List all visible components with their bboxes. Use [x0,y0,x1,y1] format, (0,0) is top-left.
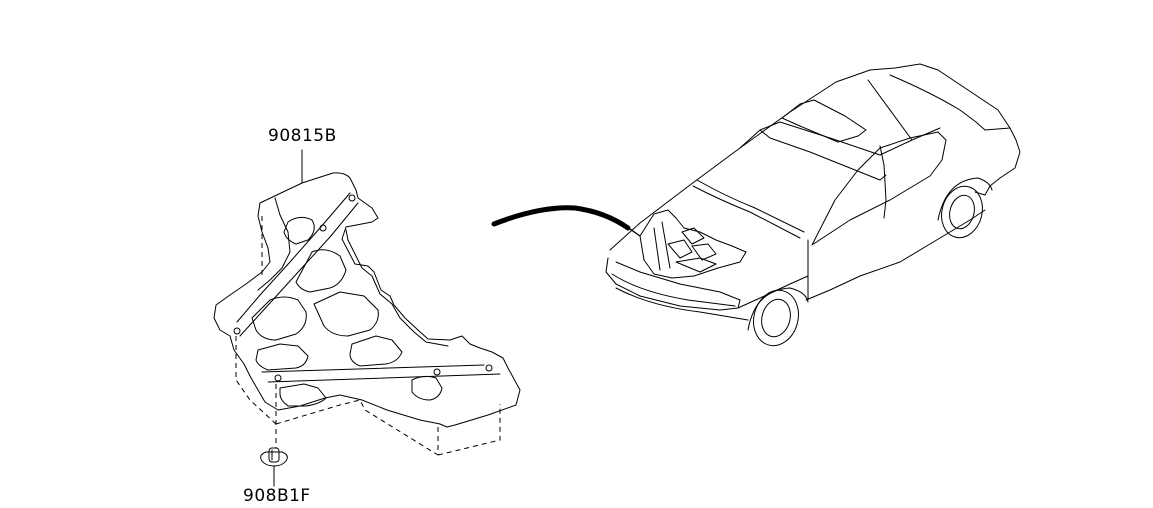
mount-hole-icon [485,364,493,372]
mount-hole-icon [348,194,356,202]
clip-fastener[interactable] [260,447,288,487]
part-label-undercover[interactable]: 90815B [268,126,337,146]
vehicle-illustration [605,63,1021,347]
mount-hole-icon [433,368,441,376]
part-label-clip[interactable]: 908B1F [243,486,311,506]
mount-hole-icon [233,327,241,335]
undercover-panel[interactable] [213,149,521,456]
locator-arrow [491,205,631,231]
mount-hole-icon [319,224,327,232]
mount-hole-icon [274,374,282,382]
